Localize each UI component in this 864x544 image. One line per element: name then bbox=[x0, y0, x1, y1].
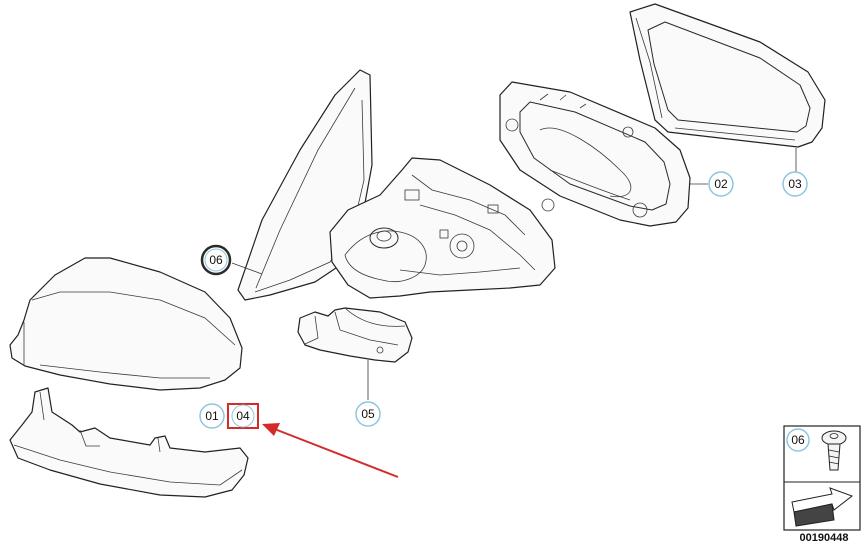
screw-icon bbox=[821, 430, 847, 471]
part-lower-trim[interactable] bbox=[9, 387, 249, 498]
part-mirror-drive[interactable] bbox=[329, 157, 556, 299]
callout-04-label: 04 bbox=[236, 409, 250, 423]
callout-06-label: 06 bbox=[209, 253, 223, 267]
highlight-arrow bbox=[262, 423, 399, 478]
part-bracket[interactable] bbox=[297, 307, 413, 363]
callout-02-label: 02 bbox=[714, 177, 728, 191]
hardware-legend: 06 bbox=[783, 425, 861, 531]
callout-06[interactable]: 06 bbox=[200, 244, 232, 276]
callout-05[interactable]: 05 bbox=[355, 401, 381, 427]
part-glass-carrier[interactable] bbox=[499, 81, 691, 227]
callout-06-legend[interactable]: 06 bbox=[786, 428, 810, 452]
part-trim-ring[interactable] bbox=[629, 3, 826, 148]
callout-06-legend-label: 06 bbox=[791, 433, 805, 447]
callout-01[interactable]: 01 bbox=[199, 403, 225, 429]
callout-04[interactable]: 04 bbox=[227, 403, 259, 429]
part-mirror-cap[interactable] bbox=[9, 257, 243, 391]
arrow-right-icon bbox=[791, 487, 854, 527]
callout-02[interactable]: 02 bbox=[708, 171, 734, 197]
diagram-number: 00190448 bbox=[800, 532, 849, 544]
callout-01-label: 01 bbox=[205, 409, 219, 423]
callout-05-label: 05 bbox=[361, 407, 375, 421]
callout-03[interactable]: 03 bbox=[782, 171, 808, 197]
callout-03-label: 03 bbox=[788, 177, 802, 191]
